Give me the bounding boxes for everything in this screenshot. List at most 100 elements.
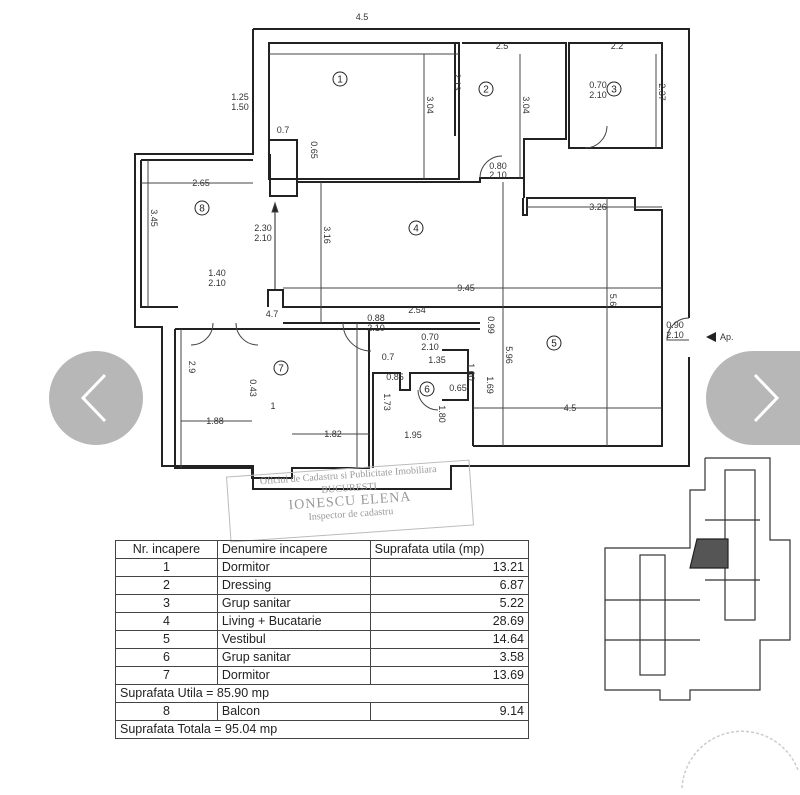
cell-area: 28.69 bbox=[369, 612, 530, 631]
cell-area: 3.58 bbox=[369, 648, 530, 667]
room-5-outline bbox=[473, 197, 663, 447]
cell-nr: 1 bbox=[115, 558, 218, 577]
door-swing bbox=[417, 389, 439, 411]
key-plan bbox=[604, 457, 791, 701]
cell-name: Vestibul bbox=[216, 630, 371, 649]
dimension-label: 2.10 bbox=[489, 170, 507, 180]
room-number-circle bbox=[273, 360, 289, 376]
dimension-label: 2.10 bbox=[367, 323, 385, 333]
dimension-label: 2.10 bbox=[666, 330, 684, 340]
room-number: 7 bbox=[278, 364, 284, 375]
cell-area: 6.87 bbox=[369, 576, 530, 595]
outer-wall bbox=[253, 28, 690, 318]
room-2-outline bbox=[462, 42, 567, 178]
entrance-arrow-icon bbox=[706, 332, 716, 342]
balcony-outline bbox=[140, 160, 178, 308]
dimension-label: 2.65 bbox=[192, 178, 210, 188]
cell-nr: 5 bbox=[115, 630, 218, 649]
table-row: 8 Balcon 9.14 bbox=[115, 702, 530, 721]
dimension-label: 0.99 bbox=[486, 316, 496, 334]
dimension-label: 1.73 bbox=[382, 393, 392, 411]
cell-name: Dormitor bbox=[216, 666, 371, 685]
dimension-label: 0.65 bbox=[449, 383, 467, 393]
door-swing bbox=[666, 317, 690, 341]
dimension-label: 1.40 bbox=[208, 268, 226, 278]
dimension-label: 5.96 bbox=[504, 346, 514, 364]
cell-nr: 2 bbox=[115, 576, 218, 595]
cell-nr: 4 bbox=[115, 612, 218, 631]
header-name: Denumire incapere bbox=[216, 540, 371, 559]
dimension-label: 1.50 bbox=[231, 102, 249, 112]
dimension-label: 0.80 bbox=[489, 161, 507, 171]
dimension-label: 3.16 bbox=[322, 226, 332, 244]
dimension-label: 4.5 bbox=[564, 403, 577, 413]
dimension-label: 1.95 bbox=[404, 430, 422, 440]
dimension-label: 1.35 bbox=[428, 355, 446, 365]
dimension-label: 1.82 bbox=[324, 429, 342, 439]
dimension-label: 0.70 bbox=[589, 80, 607, 90]
dimension-label: 0.7 bbox=[277, 125, 290, 135]
cell-name: Grup sanitar bbox=[216, 648, 371, 667]
next-image-button[interactable] bbox=[706, 351, 800, 445]
room-7-outline bbox=[174, 329, 370, 479]
cell-area: 13.21 bbox=[369, 558, 530, 577]
dimension-label: 3.26 bbox=[589, 202, 607, 212]
door-swing bbox=[342, 322, 372, 352]
previous-image-button[interactable] bbox=[49, 351, 143, 445]
room-number-circle bbox=[194, 200, 210, 216]
dimension-label: 2.54 bbox=[408, 305, 426, 315]
header-area: Suprafata utila (mp) bbox=[369, 540, 530, 559]
room-3-outline bbox=[568, 42, 663, 149]
chevron-left-icon bbox=[80, 373, 107, 423]
chevron-right-icon bbox=[753, 373, 780, 423]
apartment-highlight bbox=[689, 538, 729, 569]
cell-name: Living + Bucatarie bbox=[216, 612, 371, 631]
cell-nr: 6 bbox=[115, 648, 218, 667]
room-number: 2 bbox=[483, 85, 489, 96]
cell-nr: 7 bbox=[115, 666, 218, 685]
room-number-circle bbox=[546, 335, 562, 351]
cell-name: Dormitor bbox=[216, 558, 371, 577]
room-number: 6 bbox=[424, 385, 430, 396]
table-header-row: Nr. incapere Denumire incapere Suprafata… bbox=[115, 540, 530, 559]
cell-area: 13.69 bbox=[369, 666, 530, 685]
dimension-label: 2.10 bbox=[421, 342, 439, 352]
dimension-label: 2.10 bbox=[208, 278, 226, 288]
door-swing bbox=[479, 155, 503, 179]
dimension-label: 2.9 bbox=[187, 361, 197, 374]
dimension-label: 3.04 bbox=[425, 96, 435, 114]
dimension-label: 1.00 bbox=[466, 363, 476, 381]
dimension-label: 0.70 bbox=[421, 332, 439, 342]
room-number-circle bbox=[419, 381, 435, 397]
cell-name: Dressing bbox=[216, 576, 371, 595]
dimension-label: 2.2 bbox=[611, 41, 624, 51]
dimension-label: 1.80 bbox=[437, 405, 447, 423]
room-number-circle bbox=[478, 81, 494, 97]
dimension-label: 2.37 bbox=[657, 83, 667, 101]
dimension-label: 9.45 bbox=[457, 283, 475, 293]
room-number: 5 bbox=[551, 339, 557, 350]
dimension-label: 2.30 bbox=[254, 223, 272, 233]
dimension-label: 3.04 bbox=[521, 96, 531, 114]
dimension-label: 5.6 bbox=[608, 294, 618, 307]
dimension-label: 2.10 bbox=[589, 90, 607, 100]
room-number: 8 bbox=[199, 204, 205, 215]
dimension-label: 4.5 bbox=[356, 12, 369, 22]
cell-area: 14.64 bbox=[369, 630, 530, 649]
room-number: 3 bbox=[611, 85, 617, 96]
dimension-label: 0.88 bbox=[367, 313, 385, 323]
room-number-circle bbox=[408, 220, 424, 236]
dimension-label: 1 bbox=[270, 401, 275, 411]
total-row: Suprafata Totala = 95.04 mp bbox=[115, 720, 529, 739]
dimension-label: 2.13 bbox=[452, 73, 462, 91]
dimension-label: 0.85 bbox=[386, 372, 404, 382]
dimension-label: 0.65 bbox=[309, 141, 319, 159]
dimension-label: 0.90 bbox=[666, 320, 684, 330]
header-nr: Nr. incapere bbox=[115, 540, 218, 559]
